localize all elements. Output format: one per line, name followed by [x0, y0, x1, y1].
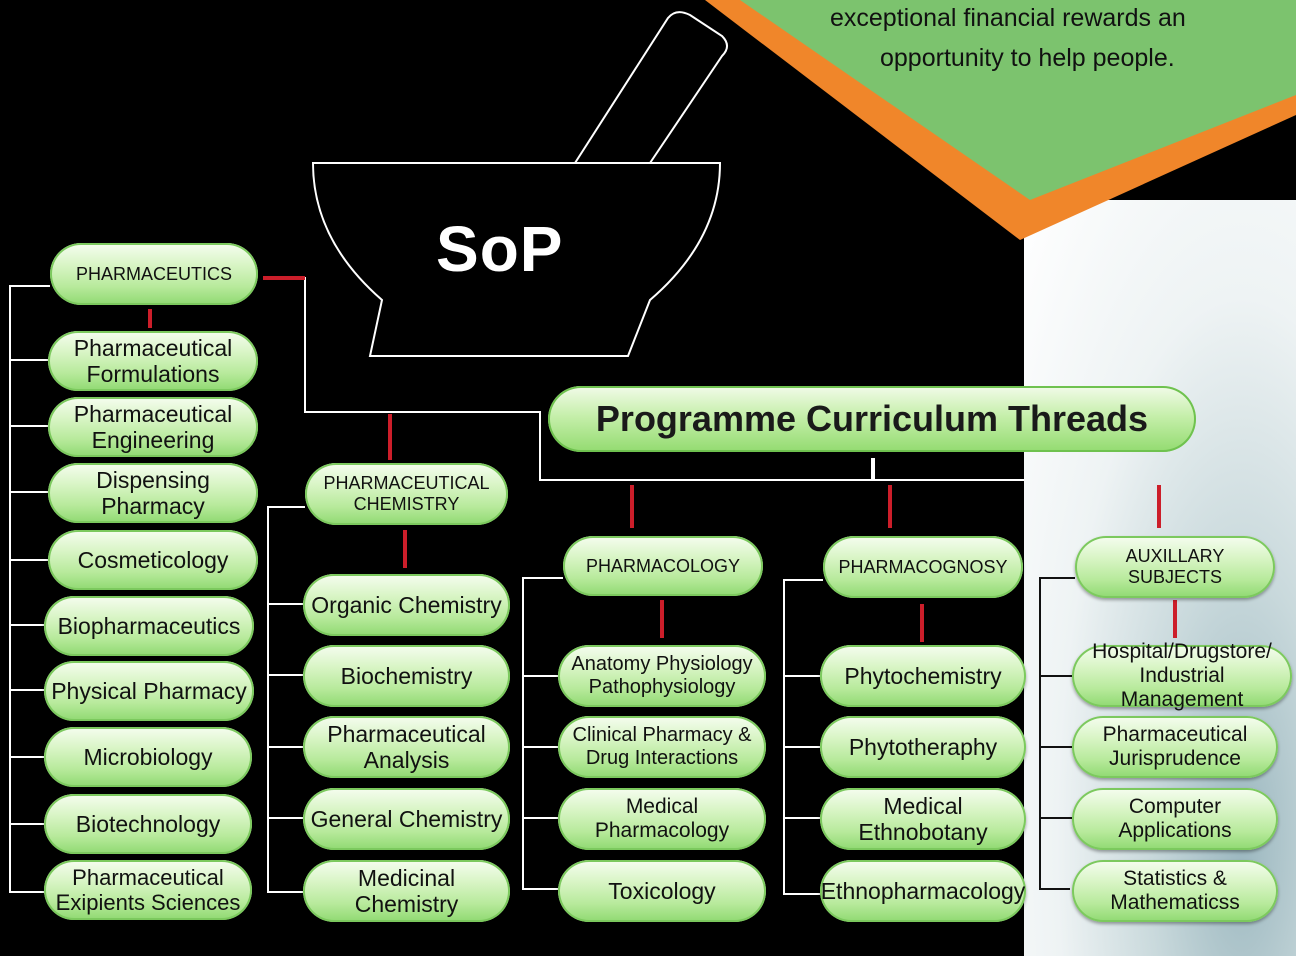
subject-pill[interactable]: General Chemistry [303, 788, 510, 850]
subject-pill[interactable]: Anatomy Physiology Pathophysiology [558, 645, 766, 707]
subject-pill[interactable]: Statistics & Mathematicss [1072, 860, 1278, 922]
heading-auxillary-subjects[interactable]: AUXILLARY SUBJECTS [1075, 536, 1275, 598]
heading-pharmaceutics[interactable]: PHARMACEUTICS [50, 243, 258, 305]
heading-pharmacology[interactable]: PHARMACOLOGY [563, 536, 763, 596]
heading-pharmacognosy[interactable]: PHARMACOGNOSY [823, 536, 1023, 598]
banner-text-line2: opportunity to help people. [880, 44, 1175, 72]
subject-pill[interactable]: Hospital/Drugstore/ Industrial Managemen… [1072, 640, 1292, 711]
banner-green-shape [740, 0, 1296, 200]
programme-title: Programme Curriculum Threads [548, 386, 1196, 452]
mortar-pestle-icon [311, 11, 728, 357]
subject-pill[interactable]: Phytochemistry [820, 645, 1026, 707]
subject-pill[interactable]: Ethnopharmacology [820, 860, 1026, 922]
subject-pill[interactable]: Pharmaceutical Analysis [303, 716, 510, 778]
subject-pill[interactable]: Dispensing Pharmacy [48, 463, 258, 523]
subject-pill[interactable]: Medical Ethnobotany [820, 788, 1026, 850]
subject-pill[interactable]: Microbiology [44, 727, 252, 787]
heading-pharmaceutical-chemistry[interactable]: PHARMACEUTICAL CHEMISTRY [305, 463, 508, 525]
subject-pill[interactable]: Medicinal Chemistry [303, 860, 510, 922]
subject-pill[interactable]: Biotechnology [44, 794, 252, 854]
subject-pill[interactable]: Organic Chemistry [303, 574, 510, 636]
subject-pill[interactable]: Computer Applications [1072, 788, 1278, 850]
subject-pill[interactable]: Biochemistry [303, 645, 510, 707]
subject-pill[interactable]: Toxicology [558, 860, 766, 922]
subject-pill[interactable]: Pharmaceutical Exipients Sciences [44, 860, 252, 920]
banner-text-line1: exceptional financial rewards an [830, 4, 1186, 32]
subject-pill[interactable]: Biopharmaceutics [44, 596, 254, 656]
subject-pill[interactable]: Clinical Pharmacy & Drug Interactions [558, 716, 766, 778]
subject-pill[interactable]: Medical Pharmacology [558, 788, 766, 850]
subject-pill[interactable]: Physical Pharmacy [44, 661, 254, 721]
subject-pill[interactable]: Pharmaceutical Formulations [48, 331, 258, 391]
subject-pill[interactable]: Cosmeticology [48, 530, 258, 590]
subject-pill[interactable]: Phytotheraphy [820, 716, 1026, 778]
subject-pill[interactable]: Pharmaceutical Jurisprudence [1072, 716, 1278, 778]
subject-pill[interactable]: Pharmaceutical Engineering [48, 397, 258, 457]
sop-logo-text: SoP [436, 213, 564, 285]
